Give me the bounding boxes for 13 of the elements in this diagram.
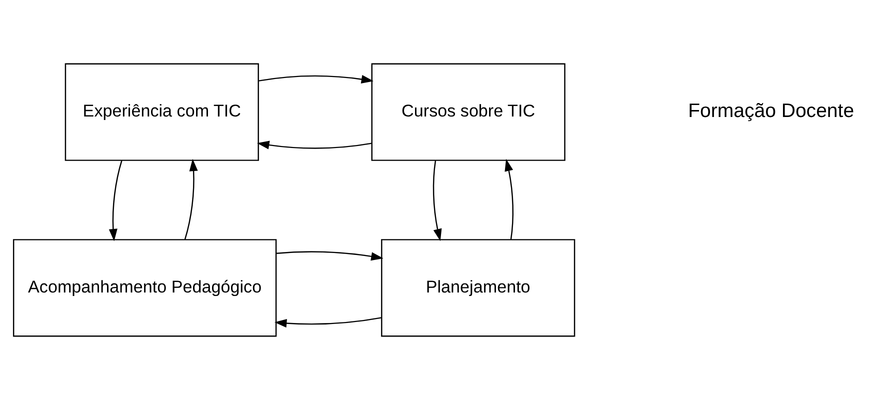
arrow bbox=[432, 160, 442, 242]
node-box: Planejamento bbox=[381, 239, 576, 337]
arrow bbox=[276, 251, 384, 261]
arrow bbox=[257, 140, 372, 150]
node-box: Experiência com TIC bbox=[64, 63, 259, 161]
arrow bbox=[108, 160, 122, 242]
node-box: Acompanhamento Pedagógico bbox=[12, 239, 277, 337]
arrow bbox=[274, 317, 382, 328]
arrow bbox=[184, 158, 198, 240]
node-box: Cursos sobre TIC bbox=[371, 63, 566, 161]
label: Formação Docente bbox=[688, 100, 854, 122]
arrow bbox=[504, 158, 514, 240]
arrow bbox=[258, 75, 374, 84]
